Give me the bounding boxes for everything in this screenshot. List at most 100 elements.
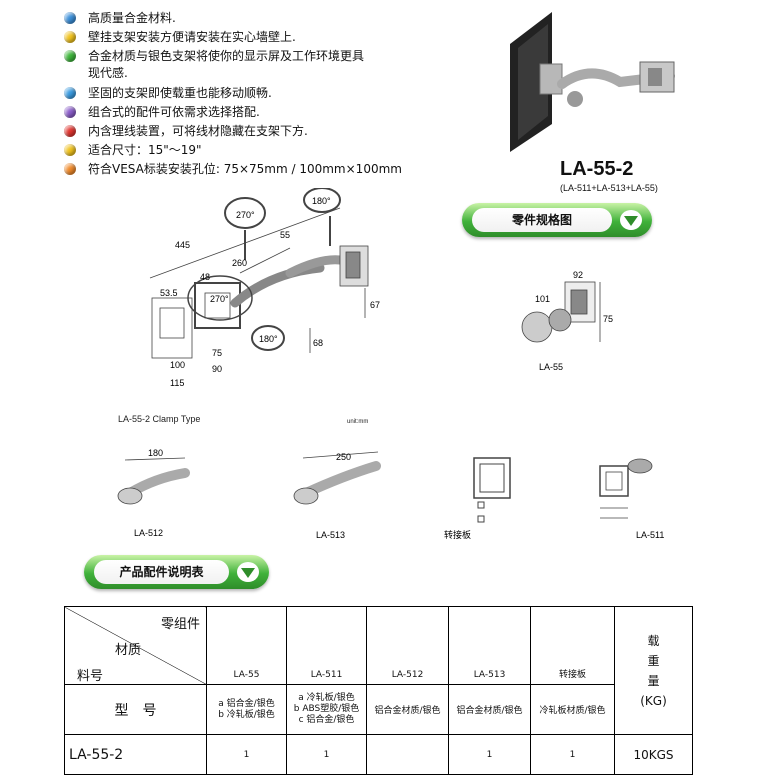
bullet-icon: [64, 31, 76, 43]
dimension-label: 55: [280, 230, 290, 240]
header-label: 材质: [115, 643, 142, 658]
feature-text: 高质量合金材料.: [88, 11, 176, 25]
chevron-down-icon: [237, 562, 259, 582]
chevron-down-icon: [620, 210, 642, 230]
feature-text: 现代感.: [88, 66, 128, 80]
part-la511-diagram: LA-511: [599, 458, 664, 540]
bullet-icon: [64, 163, 76, 175]
material-line: a 铝合金/银色: [218, 698, 275, 709]
parts-table: 零组件 材质 料号 LA-55 LA-511 LA-512 LA-513 转接板…: [64, 606, 693, 775]
spec-banner: 零件规格图: [462, 203, 652, 237]
qty-cell: 1: [530, 734, 615, 775]
arm-assembly-diagram: 270° 180° 270° 180° 445 260 55 53.5 48 6…: [149, 188, 380, 388]
qty-cell: 1: [448, 734, 531, 775]
qty-cell: 1: [286, 734, 367, 775]
part-label: 转接板: [444, 529, 471, 540]
material-line: b ABS塑胶/银色: [293, 704, 360, 714]
model-header: 型 号: [64, 684, 207, 735]
load-header-line: 重: [647, 653, 660, 668]
dimension-label: 100: [170, 360, 185, 370]
feature-text: 壁挂支架安装方便请安装在实心墙壁上.: [88, 30, 296, 44]
table-row: 零组件 材质 料号 LA-55 LA-511 LA-512 LA-513 转接板…: [64, 606, 693, 735]
part-la55-diagram: 92 101 75 LA-55: [521, 270, 613, 372]
load-cell: 10KGS: [614, 734, 693, 775]
part-label: LA-55: [539, 362, 563, 372]
load-header: 载 重 量 (KG): [614, 606, 693, 735]
header-label: 料号: [77, 669, 104, 684]
bullet-icon: [64, 144, 76, 156]
part-la513-diagram: 250 LA-513: [293, 451, 381, 540]
adapter-plate-diagram: 转接板: [444, 457, 511, 540]
load-header-line: (KG): [640, 693, 667, 708]
part-name: LA-512: [391, 670, 424, 680]
rotation-label: 180°: [259, 334, 278, 344]
part-la512-diagram: 180 LA-512: [117, 448, 190, 538]
model-components: (LA-511+LA-513+LA-55): [560, 183, 658, 193]
part-name: LA-55: [233, 670, 260, 680]
header-label: 零组件: [160, 617, 200, 632]
part-label: LA-513: [316, 530, 345, 540]
feature-text: 坚固的支架即使载重也能移动顺畅.: [88, 86, 272, 100]
bullet-icon: [64, 106, 76, 118]
rotation-label: 270°: [236, 210, 255, 220]
part-image-cell: LA-511: [286, 606, 367, 685]
qty-cell: 1: [206, 734, 287, 775]
bullet-icon: [64, 125, 76, 137]
feature-text: 内含理线装置，可将线材隐藏在支架下方.: [88, 124, 308, 138]
dimension-label: 92: [573, 270, 583, 280]
spec-banner-label: 零件规格图: [472, 208, 612, 232]
dimension-label: 53.5: [160, 288, 178, 298]
dimension-label: 67: [370, 300, 380, 310]
material-line: b 冷轧板/银色: [218, 709, 275, 720]
dimension-label: 445: [175, 240, 190, 250]
rotation-label: 180°: [312, 196, 331, 206]
bullet-icon: [64, 12, 76, 24]
dimension-label: 75: [212, 348, 222, 358]
dimension-label: 68: [313, 338, 323, 348]
material-cell: 铝合金材质/银色: [366, 684, 449, 735]
material-line: c 铝合金/银色: [298, 715, 355, 725]
qty-cell: [366, 734, 449, 775]
material-cell: 冷轧板材质/银色: [530, 684, 615, 735]
dimension-label: 101: [535, 294, 550, 304]
material-cell: 铝合金材质/银色: [448, 684, 531, 735]
model-name: LA-55-2: [69, 746, 124, 763]
part-image-cell: LA-512: [366, 606, 449, 685]
part-label: LA-512: [134, 528, 163, 538]
part-name: 转接板: [558, 670, 586, 680]
parts-banner-label: 产品配件说明表: [94, 560, 229, 584]
dimension-label: 115: [170, 378, 184, 388]
load-header-line: 载: [647, 633, 660, 648]
clamp-type-label: LA-55-2 Clamp Type: [118, 414, 201, 424]
bullet-icon: [64, 50, 76, 62]
part-image-cell: LA-513: [448, 606, 531, 685]
bullet-icon: [64, 87, 76, 99]
feature-text: 合金材质与银色支架将使你的显示屏及工作环境更具: [88, 49, 365, 63]
dimension-label: 260: [232, 258, 247, 268]
part-image-cell: 转接板: [530, 606, 615, 685]
unit-label: unit:mm: [347, 419, 369, 425]
part-image-cell: LA-55: [206, 606, 287, 685]
part-name: LA-513: [473, 670, 506, 680]
table-row: LA-55-2 1 1 1 1 10KGS: [64, 734, 693, 775]
parts-banner: 产品配件说明表: [84, 555, 269, 589]
part-name: LA-511: [310, 670, 343, 680]
feature-text: 适合尺寸：15"～19": [88, 143, 202, 157]
model-cell: LA-55-2: [64, 734, 207, 775]
dimension-label: 250: [336, 452, 351, 462]
dimension-label: 75: [603, 314, 613, 324]
load-header-line: 量: [647, 673, 660, 688]
product-photo: [510, 12, 675, 152]
header-diagonal-cell: 零组件 材质 料号: [64, 606, 207, 685]
model-title: LA-55-2: [560, 158, 634, 180]
dimension-label: 180: [148, 448, 163, 458]
part-label: LA-511: [636, 530, 664, 540]
feature-text: 符合VESA标装安装孔位: 75×75mm / 100mm×100mm: [88, 162, 402, 176]
rotation-label: 270°: [210, 294, 229, 304]
feature-text: 组合式的配件可依需求选择搭配.: [88, 105, 260, 119]
dimension-label: 90: [212, 364, 222, 374]
material-line: a 冷轧板/银色: [298, 693, 355, 703]
